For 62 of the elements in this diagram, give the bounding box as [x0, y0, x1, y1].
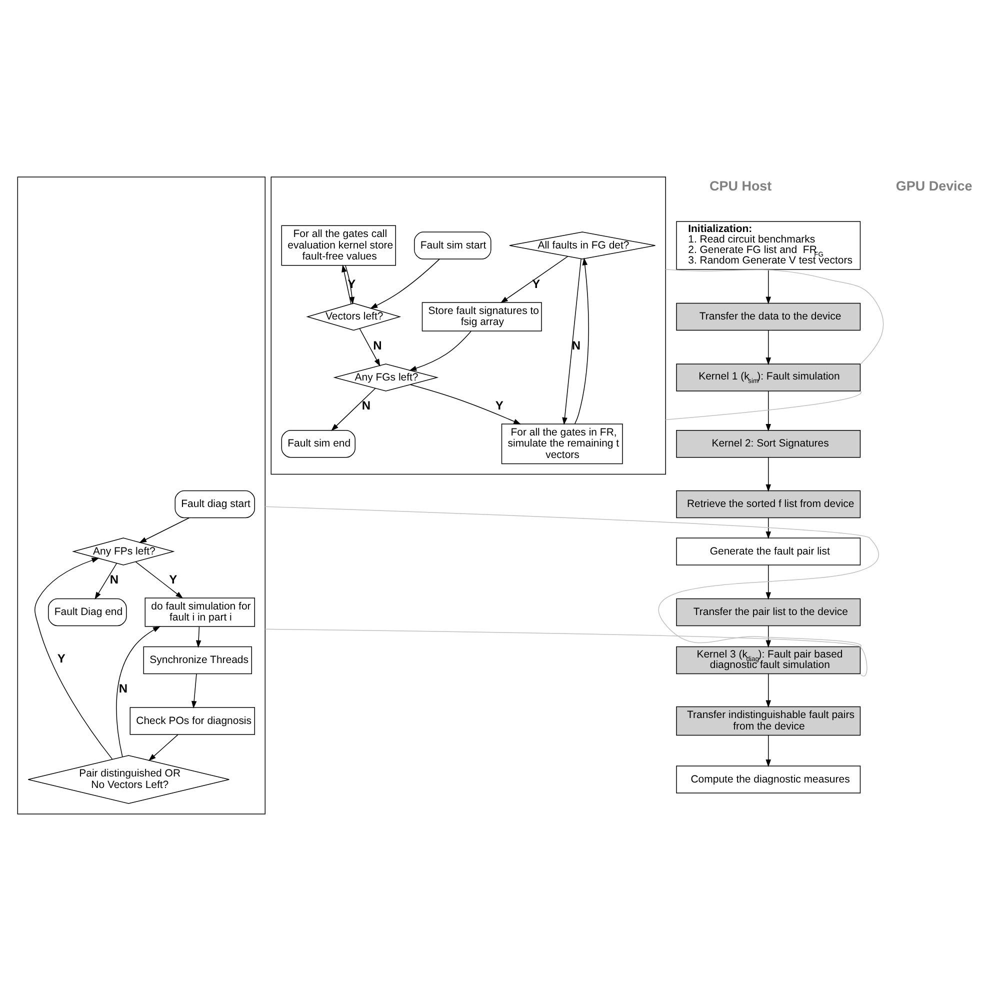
- arrow: [574, 257, 589, 424]
- node-box: Transfer the data to the device: [676, 302, 861, 330]
- arrow: [766, 564, 771, 600]
- arrow: [116, 626, 160, 757]
- arrow: [766, 625, 771, 648]
- node-box: Fault Diag end: [48, 598, 127, 626]
- edge-label: Y: [495, 398, 504, 412]
- node-box: For all the gates call evaluation kernel store fault-free values: [281, 224, 396, 266]
- node-box: do fault simulation for fault i in part i: [144, 597, 255, 626]
- cluster: [270, 176, 666, 474]
- arrow: [500, 256, 568, 303]
- node-box: Synchronize Threads: [143, 646, 252, 674]
- arrow: [359, 328, 380, 366]
- arrow: [148, 734, 178, 760]
- node-box: Check POs for diagnosis: [130, 706, 255, 734]
- node-box: Initialization: 1. Read circuit benchmarks 2. Generate FG list and FR$_{FG}$ 3. Random Generate V test vectors: [676, 220, 861, 270]
- node-box: Transfer the pair list to the device: [676, 598, 861, 626]
- label: GPU Device: [896, 178, 972, 193]
- edge-label: N: [118, 680, 128, 695]
- arrow: [562, 258, 582, 425]
- arrow: [766, 456, 771, 492]
- edge-label: N: [373, 338, 382, 352]
- node-box: Generate the fault pair list: [676, 537, 861, 565]
- label: CPU Host: [709, 178, 772, 193]
- node-box: Store fault signatures to fsig array: [422, 302, 542, 331]
- edge-label: N: [110, 572, 119, 586]
- arrow: [34, 557, 113, 760]
- connector: [665, 390, 862, 420]
- arrow: [766, 330, 771, 365]
- edge-label: Y: [169, 572, 178, 586]
- node-box: Kernel 1 (k$_{sim}$): Fault simulation: [676, 363, 861, 391]
- arrow: [766, 517, 771, 539]
- node-box: Fault sim start: [414, 231, 492, 259]
- node-box: Compute the diagnostic measures: [676, 765, 861, 793]
- connector: [264, 506, 879, 647]
- arrow: [135, 560, 184, 598]
- node-box: Transfer indistinguishable fault pairs from the device: [676, 706, 861, 736]
- arrow: [409, 330, 472, 370]
- arrow: [766, 268, 771, 304]
- arrow: [766, 672, 771, 708]
- edge-label: N: [572, 338, 581, 352]
- arrow: [370, 258, 440, 308]
- arrow: [331, 388, 376, 430]
- edge-label: Y: [532, 276, 540, 291]
- node-box: Fault sim end: [281, 430, 356, 458]
- edge-label: Y: [57, 650, 66, 665]
- arrow: [766, 734, 771, 767]
- arrow: [766, 390, 771, 431]
- node-box: Fault diag start: [174, 490, 255, 518]
- cluster: [17, 176, 266, 814]
- connector: [665, 268, 884, 364]
- arrow: [138, 517, 190, 542]
- edge-label: N: [362, 398, 371, 412]
- node-diamond: All faults in FG det?: [509, 231, 656, 259]
- arrow: [410, 384, 522, 424]
- node-box: For all the gates in FR, simulate the remaining t vectors: [501, 423, 623, 464]
- node-box: Retrieve the sorted f list from device: [676, 490, 861, 518]
- arrow: [94, 562, 117, 600]
- arrow: [196, 626, 202, 648]
- arrow: [191, 672, 197, 708]
- node-box: Kernel 2: Sort Signatures: [676, 430, 861, 458]
- node-box: Kernel 3 (k$_{diag}$): Fault pair based diagnostic fault simulation: [676, 646, 861, 674]
